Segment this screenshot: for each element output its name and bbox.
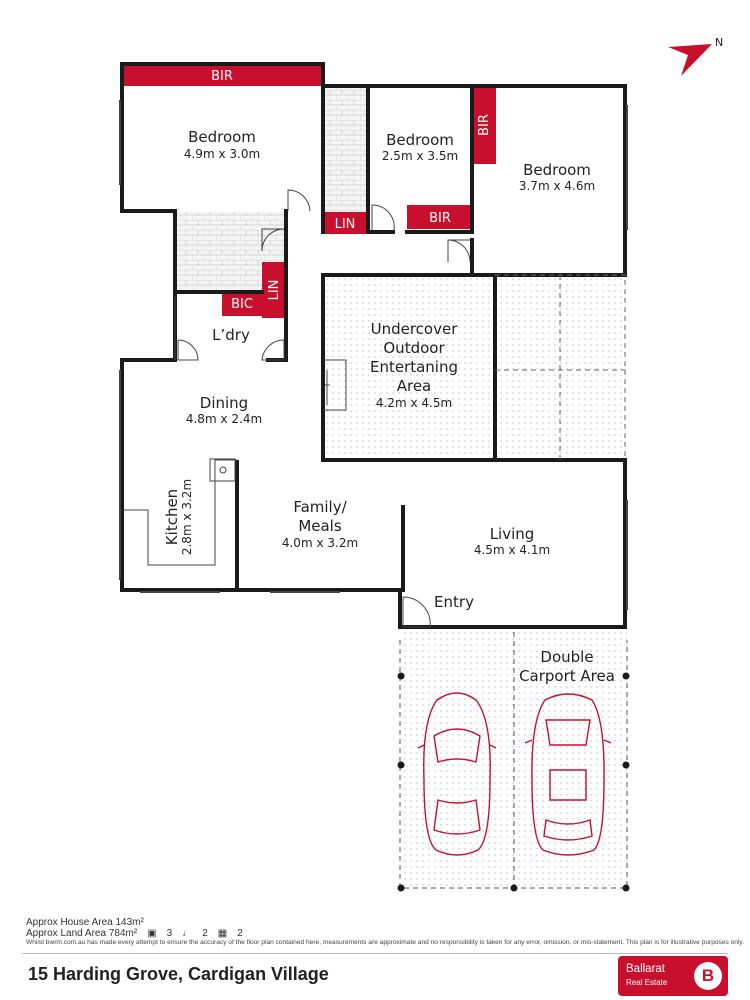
logo-sub: Real Estate (626, 978, 668, 987)
carport-posts (397, 672, 630, 892)
partitions (119, 100, 628, 610)
door-bedroom-1 (287, 189, 311, 212)
bir-wardrobe-3 (407, 205, 472, 229)
kitchen-name: Kitchen (163, 489, 181, 545)
outdoor-line-1: Undercover (371, 320, 459, 338)
door-laundry-2 (261, 339, 285, 361)
broom-cupboard (222, 292, 262, 316)
house-area: Approx House Area 143m² (26, 917, 144, 928)
door-bedroom-3 (447, 239, 471, 263)
linen-cupboard-1 (323, 212, 368, 234)
linen-cupboard-2 (262, 262, 286, 318)
bedroom-2-name: Bedroom (386, 131, 454, 149)
agency-logo: Ballarat Real Estate B (618, 956, 728, 996)
floor-fills (175, 86, 627, 889)
storage-units: BIR BIR BIR LIN LIN BIC (122, 64, 496, 318)
area-summary: Approx House Area 143m² Approx Land Area… (26, 917, 243, 939)
bath-icon: ♩ (182, 928, 193, 939)
logo-name: Ballarat (626, 963, 665, 975)
floor-plan: N BIR BIR BIR LIN LIN BIC (119, 36, 723, 892)
bed-icon: ▣ (147, 928, 157, 939)
door-bedroom-2 (371, 204, 395, 231)
bir-wardrobe-2 (472, 86, 496, 164)
kitchen-dims: 2.8m x 3.2m (180, 479, 194, 555)
land-area: Approx Land Area 784m² (26, 928, 138, 939)
car-count: 2 (237, 928, 243, 939)
property-address: 15 Harding Grove, Cardigan Village (28, 964, 329, 984)
family-line-2: Meals (298, 517, 342, 535)
living-name: Living (490, 525, 535, 543)
outdoor-line-4: Area (397, 377, 432, 395)
car-icon: ▦ (217, 928, 228, 939)
door-entry (402, 596, 431, 628)
car-icon-left (417, 692, 497, 856)
bedroom-3-dims: 3.7m x 4.6m (519, 179, 595, 193)
door-laundry-1 (177, 339, 199, 361)
pergola-lines (495, 274, 626, 460)
feature-row: Approx Land Area 784m² ▣ 3 ♩ 2 ▦ 2 (26, 928, 243, 939)
compass-label: N (715, 36, 723, 49)
bic-label: BIC (231, 297, 253, 312)
living-dims: 4.5m x 4.1m (474, 543, 550, 557)
bedroom-1-dims: 4.9m x 3.0m (184, 147, 260, 161)
bed-count: 3 (166, 928, 173, 939)
disclaimer: Whilst bwrm.com.au has made every attemp… (26, 939, 745, 946)
logo-badge-icon: B (694, 962, 722, 990)
bedroom-2-dims: 2.5m x 3.5m (382, 149, 458, 163)
lin-label-2: LIN (267, 280, 282, 301)
room-labels: Bedroom 4.9m x 3.0m Bedroom 2.5m x 3.5m … (163, 128, 615, 685)
bathroom-floor (323, 86, 368, 212)
family-dims: 4.0m x 3.2m (282, 536, 358, 550)
carport-line-2: Carport Area (519, 667, 615, 685)
outdoor-line-2: Outdoor (383, 339, 445, 357)
bir-wardrobe-1 (122, 64, 323, 86)
outdoor-line-3: Entertaning (370, 358, 458, 376)
compass-icon: N (668, 36, 723, 76)
door-ensuite (261, 228, 285, 252)
bath-count: 2 (202, 928, 208, 939)
lin-label-1: LIN (335, 217, 356, 232)
entry-name: Entry (434, 593, 474, 611)
carport-line-1: Double (540, 648, 593, 666)
outdoor-dims: 4.2m x 4.5m (376, 396, 452, 410)
bedroom-1-name: Bedroom (188, 128, 256, 146)
car-icon-right (524, 693, 612, 856)
family-line-1: Family/ (293, 498, 347, 516)
bedroom-3-name: Bedroom (523, 161, 591, 179)
walls (120, 62, 627, 629)
bir-label-2: BIR (477, 114, 492, 136)
divider (22, 953, 728, 954)
laundry-name: L’dry (212, 326, 250, 344)
bir-label-3: BIR (429, 211, 451, 226)
dining-name: Dining (200, 394, 248, 412)
dining-dims: 4.8m x 2.4m (186, 412, 262, 426)
door-swings (177, 189, 471, 628)
outdoor-area-floor (323, 275, 495, 460)
bir-label-1: BIR (211, 69, 233, 84)
